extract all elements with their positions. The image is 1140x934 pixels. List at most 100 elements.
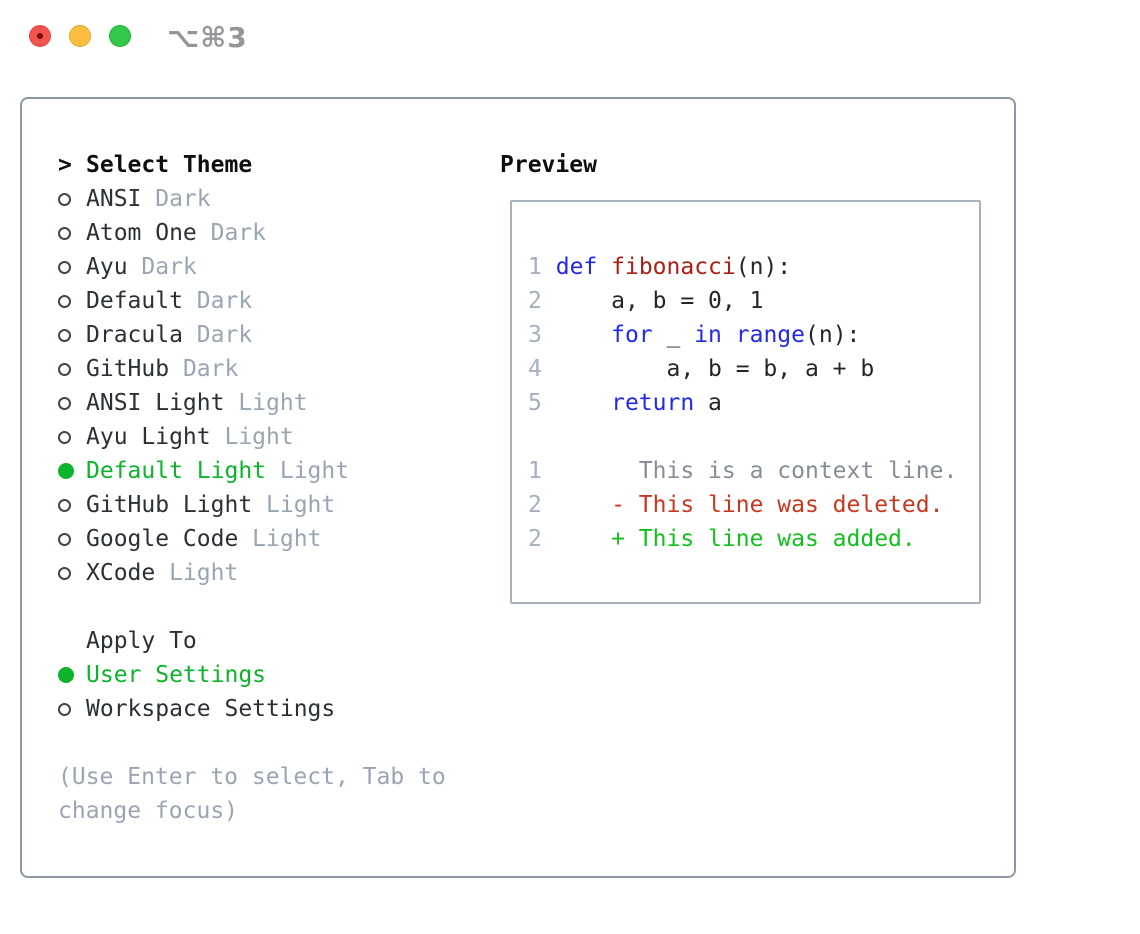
apply-option-label: Workspace Settings bbox=[86, 696, 336, 722]
code-segment: _ bbox=[652, 322, 695, 348]
radio-icon bbox=[58, 192, 86, 206]
theme-variant: Dark bbox=[196, 220, 267, 246]
theme-option-ansi-light[interactable]: ANSI Light Light bbox=[58, 386, 488, 420]
theme-option-github-light[interactable]: GitHub Light Light bbox=[58, 488, 488, 522]
line-number: 1 bbox=[528, 458, 542, 484]
code-segment: for bbox=[611, 322, 653, 348]
preview-line-blank bbox=[528, 420, 979, 454]
line-number: 1 bbox=[528, 254, 542, 280]
theme-option-atom-one[interactable]: Atom One Dark bbox=[58, 216, 488, 250]
minimize-button[interactable] bbox=[69, 25, 91, 47]
code-segment: This is a context line. bbox=[555, 458, 958, 484]
preview-header: Preview bbox=[500, 152, 597, 178]
radio-icon bbox=[58, 362, 86, 376]
code-segment: def bbox=[555, 254, 598, 280]
theme-variant: Light bbox=[155, 560, 239, 586]
apply-option-user-settings[interactable]: User Settings bbox=[58, 658, 488, 692]
zoom-button[interactable] bbox=[109, 25, 131, 47]
code-segment: in bbox=[694, 322, 722, 348]
theme-name: Dracula bbox=[86, 322, 183, 348]
theme-name: XCode bbox=[86, 560, 156, 586]
radio-selected-icon bbox=[58, 667, 86, 683]
theme-name: Google Code bbox=[86, 526, 239, 552]
apply-option-workspace-settings[interactable]: Workspace Settings bbox=[58, 692, 488, 726]
preview-line-context: 1 This is a context line. bbox=[528, 454, 979, 488]
theme-name: GitHub bbox=[86, 356, 170, 382]
theme-variant: Dark bbox=[169, 356, 239, 382]
theme-option-default[interactable]: Default Dark bbox=[58, 284, 488, 318]
spacer bbox=[58, 590, 488, 624]
code-segment bbox=[722, 322, 736, 348]
code-segment: + This line was added. bbox=[555, 526, 916, 552]
theme-option-dracula[interactable]: Dracula Dark bbox=[58, 318, 488, 352]
apply-option-label: User Settings bbox=[86, 662, 267, 688]
apply-to-label: Apply To bbox=[86, 628, 197, 654]
code-segment: range bbox=[735, 322, 806, 348]
code-segment: fibonacci bbox=[611, 254, 736, 280]
theme-variant: Light bbox=[266, 458, 350, 484]
preview-line-code: 1 def fibonacci(n): bbox=[528, 250, 979, 284]
radio-icon bbox=[58, 328, 86, 342]
theme-name: Ayu Light bbox=[86, 424, 211, 450]
theme-option-ayu[interactable]: Ayu Dark bbox=[58, 250, 488, 284]
line-number: 5 bbox=[528, 390, 542, 416]
radio-icon bbox=[58, 260, 86, 274]
spacer bbox=[58, 726, 488, 760]
line-number: 2 bbox=[528, 288, 542, 314]
keyboard-hint: (Use Enter to select, Tab to change focu… bbox=[58, 764, 446, 824]
theme-option-xcode[interactable]: XCode Light bbox=[58, 556, 488, 590]
code-segment bbox=[556, 322, 611, 348]
radio-icon bbox=[58, 702, 86, 716]
theme-option-google-code[interactable]: Google Code Light bbox=[58, 522, 488, 556]
theme-variant: Light bbox=[210, 424, 294, 450]
preview-line-code: 2 a, b = 0, 1 bbox=[528, 284, 979, 318]
close-dot-icon bbox=[37, 33, 43, 39]
window-title: ⌥⌘3 bbox=[167, 21, 248, 54]
theme-name: Atom One bbox=[86, 220, 197, 246]
radio-icon bbox=[58, 566, 86, 580]
code-segment bbox=[597, 254, 611, 280]
title-bar: ⌥⌘3 bbox=[0, 0, 1140, 76]
code-segment: (n): bbox=[735, 254, 792, 280]
line-number: 3 bbox=[528, 322, 542, 348]
radio-icon bbox=[58, 294, 86, 308]
line-number: 4 bbox=[528, 356, 542, 382]
code-segment bbox=[556, 390, 611, 416]
theme-variant: Dark bbox=[182, 288, 253, 314]
code-segment: - This line was deleted. bbox=[555, 492, 944, 518]
line-number: 2 bbox=[528, 526, 542, 552]
radio-icon bbox=[58, 498, 86, 512]
theme-name: ANSI Light bbox=[86, 390, 225, 416]
theme-option-default-light[interactable]: Default Light Light bbox=[58, 454, 488, 488]
theme-variant: Dark bbox=[182, 322, 253, 348]
theme-name: Default Light bbox=[86, 458, 267, 484]
close-button[interactable] bbox=[29, 25, 51, 47]
code-segment: a bbox=[694, 390, 722, 416]
radio-icon bbox=[58, 430, 86, 444]
theme-option-github[interactable]: GitHub Dark bbox=[58, 352, 488, 386]
line-number: 2 bbox=[528, 492, 542, 518]
preview-line-added: 2 + This line was added. bbox=[528, 522, 979, 556]
theme-option-ansi[interactable]: ANSI Dark bbox=[58, 182, 488, 216]
theme-variant: Light bbox=[224, 390, 308, 416]
radio-selected-icon bbox=[58, 463, 86, 479]
theme-variant: Light bbox=[238, 526, 322, 552]
preview-line-code: 5 return a bbox=[528, 386, 979, 420]
code-segment: return bbox=[611, 390, 695, 416]
radio-icon bbox=[58, 226, 86, 240]
theme-option-ayu-light[interactable]: Ayu Light Light bbox=[58, 420, 488, 454]
theme-variant: Dark bbox=[141, 186, 211, 212]
apply-to-header: Apply To bbox=[58, 624, 488, 658]
theme-name: ANSI bbox=[86, 186, 142, 212]
theme-variant: Light bbox=[252, 492, 336, 518]
preview-line-deleted: 2 - This line was deleted. bbox=[528, 488, 979, 522]
theme-name: Default bbox=[86, 288, 183, 314]
theme-name: Ayu bbox=[86, 254, 128, 280]
select-theme-label: Select Theme bbox=[86, 152, 253, 178]
